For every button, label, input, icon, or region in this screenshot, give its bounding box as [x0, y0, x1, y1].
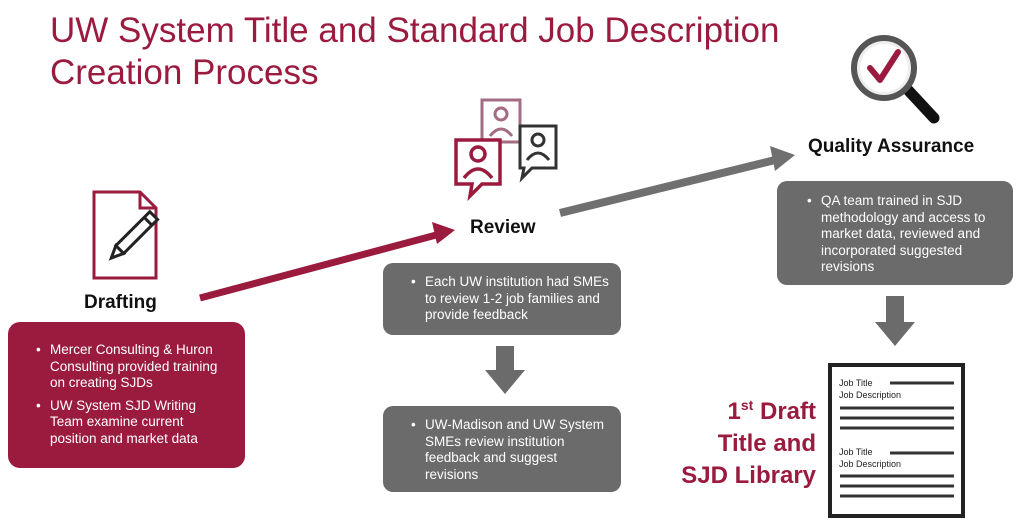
qa-label: Quality Assurance [808, 136, 975, 157]
library-label-line-2: Title and [717, 430, 816, 457]
drafting-label: Drafting [84, 292, 157, 313]
down-arrow-icon [485, 346, 525, 394]
page-title: UW System Title and Standard Job Descrip… [50, 10, 810, 94]
doc-job-title-1: Job Title [839, 378, 873, 388]
review-box-1: Each UW institution had SMEs to review 1… [383, 263, 621, 335]
review-label: Review [470, 217, 536, 238]
people-chat-icon [454, 98, 558, 202]
library-label-line-1: 1st Draft [727, 397, 816, 425]
qa-bullet-1: QA team trained in SJD methodology and a… [807, 193, 1003, 276]
document-list-icon: Job Title Job Description Job Title Job … [828, 363, 965, 518]
library-label: 1st Draft Title and SJD Library [676, 396, 816, 492]
doc-job-title-2: Job Title [839, 447, 873, 457]
library-label-line-3: SJD Library [681, 462, 816, 489]
magnifier-check-icon [851, 35, 940, 124]
drafting-box: Mercer Consulting & Huron Consulting pro… [8, 322, 245, 468]
qa-box: QA team trained in SJD methodology and a… [777, 181, 1013, 285]
title-line-2: Creation Process [50, 53, 319, 92]
document-pencil-icon [92, 190, 160, 280]
down-arrow-icon [875, 296, 915, 346]
review-bullet-2: UW-Madison and UW System SMEs review ins… [411, 417, 611, 483]
doc-job-desc-2: Job Description [839, 459, 902, 469]
drafting-bullet-2: UW System SJD Writing Team examine curre… [36, 398, 231, 448]
review-bullet-1: Each UW institution had SMEs to review 1… [411, 274, 611, 324]
doc-job-desc-1: Job Description [839, 390, 902, 400]
review-box-2: UW-Madison and UW System SMEs review ins… [383, 406, 621, 492]
title-line-1: UW System Title and Standard Job Descrip… [50, 11, 780, 50]
drafting-bullet-1: Mercer Consulting & Huron Consulting pro… [36, 342, 231, 392]
